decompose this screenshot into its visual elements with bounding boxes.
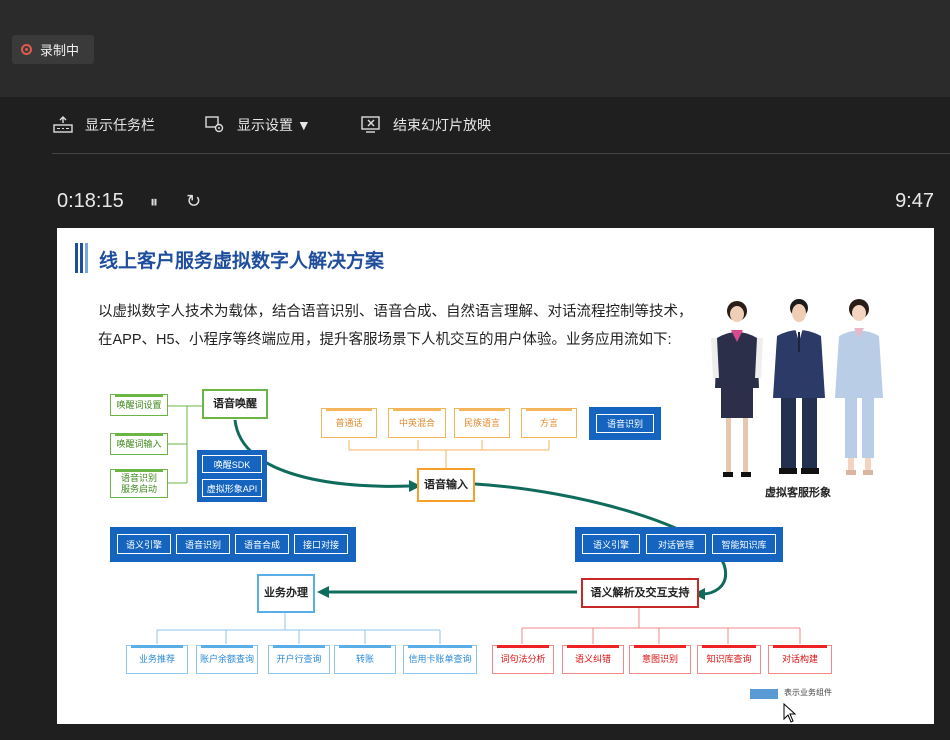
business-item: 业务推荐 (126, 645, 188, 674)
semantic-title: 语义解析及交互支持 (581, 578, 699, 608)
current-time: 9:47 (895, 190, 934, 212)
legend-label: 表示业务组件 (784, 688, 832, 697)
end-slideshow-button[interactable]: 结束幻灯片放映 (361, 115, 491, 135)
business-item: 开户行查询 (268, 645, 330, 674)
speech-recognition-item: 语音识别 (596, 414, 654, 433)
wake-item: 唤醒词输入 (110, 433, 168, 455)
voice-item: 中英混合 (388, 408, 446, 438)
intro-line-1: 以虚拟数字人技术为载体，结合语音识别、语音合成、自然语言理解、对话流程控制等技术… (98, 304, 693, 320)
business-item: 账户余额查询 (196, 645, 258, 674)
intro-line-2: 在APP、H5、小程序等终端应用，提升客服场景下人机交互的用户体验。业务应用流如… (98, 332, 672, 348)
presenter-toolbar: 显示任务栏 显示设置 ▼ 结束幻灯片放映 (0, 97, 950, 157)
engine-item: 语音识别 (176, 534, 230, 554)
agent-female-1 (711, 301, 763, 477)
reset-timer-button[interactable]: ↻ (186, 191, 202, 211)
business-item: 转账 (334, 645, 396, 674)
elapsed-timer: 0:18:15 (57, 190, 124, 212)
recording-label: 录制中 (40, 43, 80, 58)
show-taskbar-button[interactable]: 显示任务栏 (53, 115, 155, 135)
voice-item: 方言 (521, 408, 577, 438)
semantic-item: 意图识别 (629, 645, 691, 674)
business-item: 信用卡账单查询 (403, 645, 477, 674)
dialog-item: 智能知识库 (712, 534, 776, 554)
wake-item: 唤醒词设置 (110, 394, 168, 416)
semantic-item: 语义纠错 (562, 645, 624, 674)
display-settings-button[interactable]: 显示设置 ▼ (205, 115, 311, 135)
pause-button[interactable]: ⏸ (150, 194, 158, 211)
display-settings-icon (205, 116, 224, 133)
dialog-item: 语义引擎 (582, 534, 640, 554)
top-bar: 录制中 (0, 0, 950, 97)
slide-intro: 以虚拟数字人技术为载体，结合语音识别、语音合成、自然语言理解、对话流程控制等技术… (98, 298, 708, 354)
engine-item: 语义引擎 (117, 534, 171, 554)
sdk-item: 唤醒SDK (202, 455, 262, 473)
slide-preview[interactable]: 线上客户服务虚拟数字人解决方案 以虚拟数字人技术为载体，结合语音识别、语音合成、… (57, 228, 934, 724)
wake-sdk-panel: 唤醒SDK 虚拟形象API (197, 450, 267, 502)
engine-item: 语音合成 (235, 534, 289, 554)
voice-item: 民族语言 (454, 408, 510, 438)
sdk-item: 虚拟形象API (202, 479, 262, 497)
core-engine-panel: 语义引擎 语音识别 语音合成 接口对接 (110, 527, 356, 562)
semantic-item: 知识库查询 (697, 645, 761, 674)
business-title: 业务办理 (257, 574, 315, 613)
people-caption: 虚拟客服形象 (765, 487, 831, 499)
wake-title: 语音唤醒 (202, 389, 268, 419)
speech-recognition-panel: 语音识别 (589, 407, 661, 440)
end-slideshow-label: 结束幻灯片放映 (393, 117, 491, 133)
voice-item: 普通话 (321, 408, 377, 438)
mouse-cursor-icon (783, 703, 797, 723)
toolbar-divider (52, 153, 950, 154)
end-slideshow-icon (361, 116, 380, 133)
agent-female-2 (835, 299, 883, 475)
recording-indicator[interactable]: 录制中 (12, 35, 94, 64)
display-settings-label: 显示设置 ▼ (237, 117, 311, 133)
virtual-agents-illustration (711, 299, 883, 477)
semantic-item: 词句法分析 (492, 645, 554, 674)
voice-input-title: 语音输入 (417, 468, 475, 502)
engine-item: 接口对接 (294, 534, 348, 554)
wake-item: 语音识别 服务启动 (110, 469, 168, 498)
record-icon (21, 44, 32, 55)
semantic-item: 对话构建 (768, 645, 832, 674)
taskbar-icon (53, 116, 73, 133)
dialog-engine-panel: 语义引擎 对话管理 智能知识库 (575, 527, 783, 562)
legend-swatch (750, 689, 778, 699)
slide-title: 线上客户服务虚拟数字人解决方案 (99, 251, 385, 272)
dialog-item: 对话管理 (646, 534, 706, 554)
agent-male (773, 299, 825, 474)
show-taskbar-label: 显示任务栏 (85, 117, 155, 133)
title-accent (75, 243, 88, 273)
